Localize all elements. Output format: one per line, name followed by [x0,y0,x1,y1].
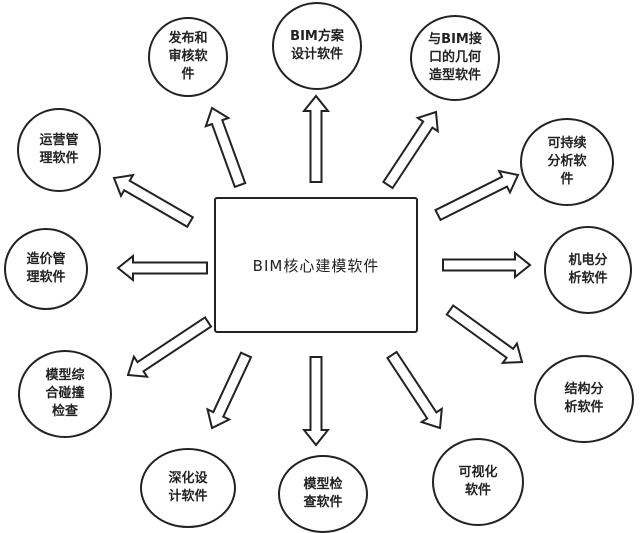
center-label: BIM核心建模软件 [252,256,380,275]
arrow-to-structure [445,304,524,364]
node-detailed-design: 深化设 计软件 [140,448,236,528]
arrow-to-mep [442,250,532,280]
node-label: 运营管 理软件 [39,133,79,166]
node-label: 结构分 析软件 [564,382,604,415]
node-label: 模型综 合碰撞 检查 [45,368,85,419]
node-sustainability-analysis: 可持续 分析软 件 [520,118,614,206]
node-label: 深化设 计软件 [168,471,208,504]
node-label: 发布和 审核软 件 [168,31,208,82]
node-mep-analysis: 机电分 析软件 [544,226,632,314]
node-label: BIM方案 设计软件 [290,29,344,62]
arrow-to-clash [126,316,213,378]
arrow-to-cost [116,253,208,283]
node-clash-detection: 模型综 合碰撞 检查 [18,350,112,438]
arrow-to-publish [204,106,247,189]
node-model-check: 模型检 查软件 [278,455,368,533]
node-label: 与BIM接 口的几何 造型软件 [428,32,482,83]
center-node: BIM核心建模软件 [214,197,418,333]
arrow-to-model-check [301,356,331,447]
node-bim-plan-design: BIM方案 设计软件 [272,2,362,90]
node-label: 模型检 查软件 [303,477,343,510]
arrow-to-operations [112,173,195,229]
arrow-to-geometry [382,110,439,190]
node-label: 机电分 析软件 [568,253,608,286]
node-label: 可持续 分析软 件 [547,136,587,187]
arrow-to-visualization [386,350,443,430]
node-operations-management: 运营管 理软件 [17,108,101,192]
arrow-to-bim-plan [301,94,331,183]
node-label: 造价管 理软件 [26,252,66,285]
node-geometry-modeling: 与BIM接 口的几何 造型软件 [410,15,500,101]
node-visualization: 可视化 软件 [432,438,524,526]
node-publish-review: 发布和 审核软 件 [148,17,228,97]
node-structure-analysis: 结构分 析软件 [534,355,634,443]
node-label: 可视化 软件 [458,465,498,498]
arrow-to-sustainability [434,169,520,222]
node-cost-management: 造价管 理软件 [4,228,88,310]
arrow-to-deepen [206,351,253,430]
